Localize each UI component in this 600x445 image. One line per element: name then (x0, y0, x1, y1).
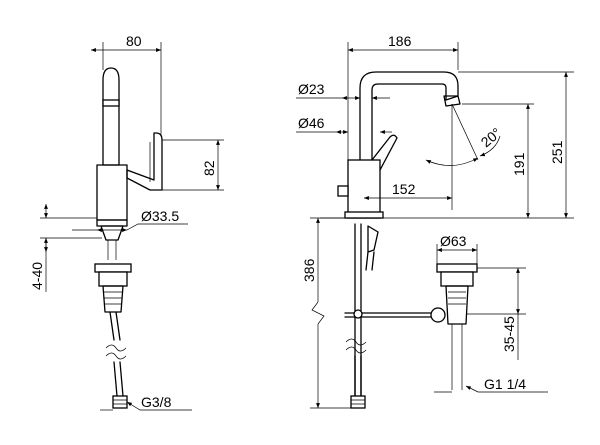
front-view: 186 Ø23 Ø46 20° 152 191 251 (296, 33, 574, 409)
side-waste-ring (98, 271, 128, 287)
dim-angle-arc2 (479, 135, 501, 157)
side-base (96, 219, 128, 227)
side-connector (112, 395, 128, 409)
side-spout-tube (102, 67, 120, 166)
dim-angle-arc (425, 157, 479, 166)
front-hose-break (345, 338, 367, 354)
side-nut (100, 225, 124, 241)
waste-tail (451, 324, 463, 390)
dim-3545-label: 35-45 (501, 316, 517, 352)
dim-angle-label: 20° (478, 124, 505, 150)
front-tail (365, 251, 375, 271)
dim-g114-lead (465, 385, 548, 393)
front-stud-lower (354, 355, 362, 397)
front-knob (337, 185, 349, 197)
side-view: 80 82 Ø33.5 4-40 G3/8 (29, 33, 224, 411)
front-spout (359, 71, 459, 161)
dim-152-label: 152 (392, 181, 416, 197)
dim-251-label: 251 (549, 140, 565, 164)
dim-386-break (311, 301, 325, 325)
dim-46-label: Ø46 (298, 115, 325, 131)
side-stud (107, 240, 117, 260)
side-hose-break (105, 344, 127, 360)
waste-top (436, 263, 478, 273)
waste-thread (448, 291, 466, 305)
dim-191-label: 191 (511, 152, 527, 176)
waste-body (445, 285, 469, 325)
dim-386-label: 386 (301, 258, 317, 282)
front-connector (350, 395, 366, 409)
dim-g38-label: G3/8 (141, 394, 172, 410)
front-rod-knob (353, 309, 363, 319)
side-body (96, 164, 128, 221)
side-connector-thread (113, 399, 127, 405)
front-connector-thread (351, 399, 365, 405)
front-aerator (443, 95, 461, 107)
dim-angle-ray1 (451, 103, 479, 161)
dim-g114-label: G1 1/4 (484, 376, 526, 392)
front-handle (371, 134, 398, 171)
dim-82-label: 82 (201, 160, 217, 176)
side-waste-thread (104, 291, 122, 305)
dim-g38-lead (126, 401, 192, 411)
side-aerator (102, 99, 120, 107)
front-fitting (367, 225, 379, 253)
dim-80-label: 80 (126, 33, 142, 49)
side-waste-top (94, 263, 132, 273)
dim-440-label: 4-40 (29, 262, 45, 290)
front-body (347, 159, 381, 219)
side-hose (109, 311, 121, 341)
dim-63-label: Ø63 (440, 233, 467, 249)
side-handle (126, 132, 163, 191)
dim-335-label: Ø33.5 (141, 208, 179, 224)
dim-335-lead (126, 223, 188, 231)
waste-ring (440, 271, 474, 287)
side-hose-lower (113, 361, 124, 397)
waste-pivot (430, 307, 446, 323)
side-waste-body (102, 285, 124, 313)
dim-186-label: 186 (388, 33, 412, 49)
front-base (344, 211, 384, 219)
dim-23-label: Ø23 (298, 81, 325, 97)
